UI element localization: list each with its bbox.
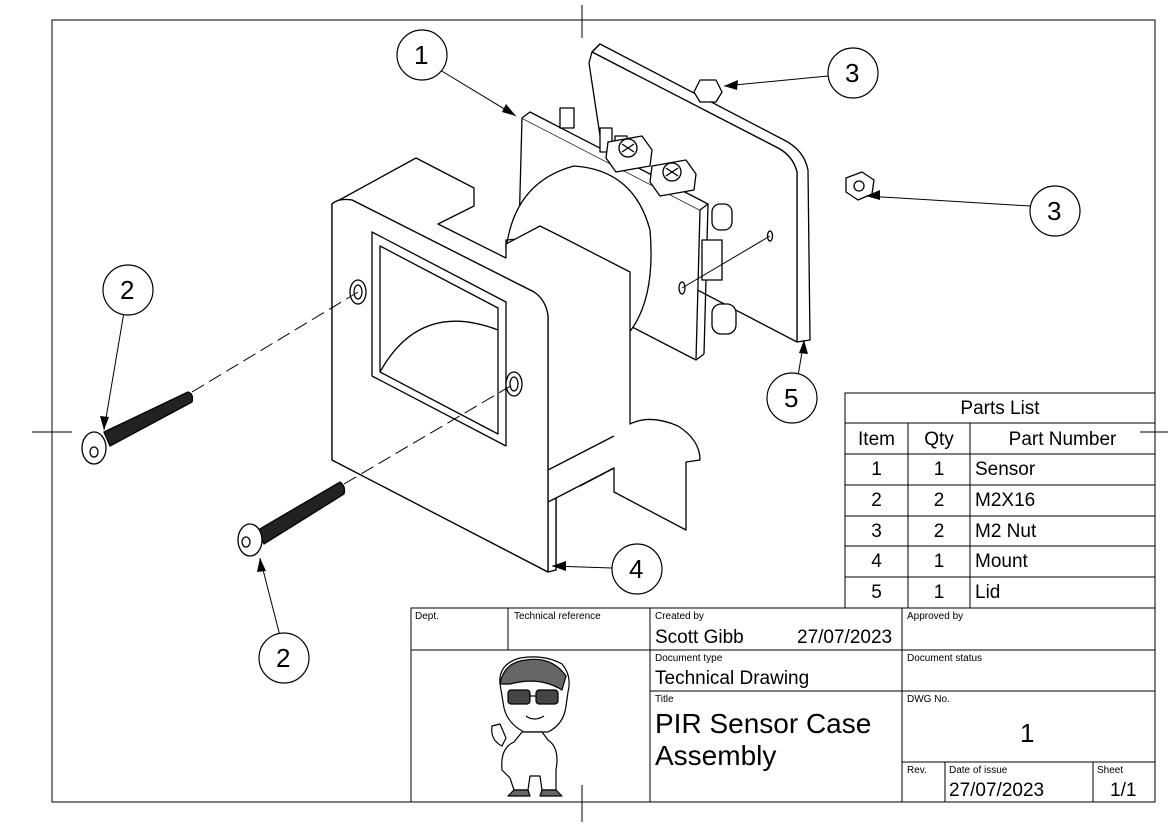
balloon-circles <box>102 29 1081 684</box>
date-of-issue-value: 27/07/2023 <box>949 780 1045 801</box>
created-by-label: Created by <box>655 611 704 622</box>
author-caricature <box>491 656 570 797</box>
balloon-3b-number: 3 <box>1047 196 1062 226</box>
balloon-4-circle <box>611 543 663 595</box>
parts-row-5-part: Lid <box>975 582 1001 603</box>
balloon-5-circle <box>766 372 818 424</box>
parts-row-2-part: M2X16 <box>975 490 1036 511</box>
parts-row-5-item: 5 <box>871 582 882 603</box>
dwg-no-label: DWG No. <box>907 694 950 705</box>
drawing-title: PIR Sensor Case Assembly <box>655 708 872 771</box>
parts-list-header-part-number: Part Number <box>1008 429 1117 450</box>
parts-row-4-qty: 1 <box>933 551 945 572</box>
document-type-label: Document type <box>655 653 723 664</box>
balloon-5-number: 5 <box>784 383 799 413</box>
parts-row-1-item: 1 <box>871 459 882 480</box>
balloon-1-circle <box>396 29 448 81</box>
parts-row-3-item: 3 <box>871 521 882 542</box>
balloon-3b-circle <box>1029 185 1081 237</box>
balloon-2a-circle <box>102 264 154 316</box>
assembly-centerlines <box>191 235 771 485</box>
balloon-3a-number: 3 <box>845 58 860 88</box>
parts-row-1-qty: 1 <box>933 459 945 480</box>
document-status-label: Document status <box>907 653 983 664</box>
date-of-issue-label: Date of issue <box>949 765 1008 776</box>
parts-row-2-item: 2 <box>871 490 882 511</box>
balloon-1-number: 1 <box>414 40 429 70</box>
technical-reference-label: Technical reference <box>514 611 601 622</box>
created-by-value: Scott Gibb <box>655 627 744 648</box>
balloon-3a-circle <box>827 47 879 99</box>
parts-row-3-part: M2 Nut <box>975 521 1037 542</box>
sheet-value: 1/1 <box>1110 780 1137 801</box>
mount-part <box>331 157 701 573</box>
title-label: Title <box>655 694 674 705</box>
parts-list-header-qty: Qty <box>924 429 954 450</box>
sheet-label: Sheet <box>1097 765 1124 776</box>
parts-row-5-qty: 1 <box>933 582 945 603</box>
document-type-value: Technical Drawing <box>655 668 810 689</box>
balloon-leaders <box>103 69 1031 637</box>
exploded-assembly-view <box>81 43 875 573</box>
parts-list-grid <box>844 392 1156 609</box>
balloon-2b-number: 2 <box>276 643 291 673</box>
screw-part-upper <box>81 391 194 465</box>
dwg-no-value: 1 <box>1020 718 1035 748</box>
parts-row-4-part: Mount <box>975 551 1028 572</box>
balloon-2a-number: 2 <box>120 275 135 305</box>
created-date-value: 27/07/2023 <box>797 627 893 648</box>
balloon-4-number: 4 <box>629 554 644 584</box>
approved-by-label: Approved by <box>907 611 964 622</box>
dept-label: Dept. <box>415 611 439 622</box>
balloon-2b-circle <box>258 632 310 684</box>
leader-arrowheads <box>100 80 880 572</box>
title-block-grid <box>410 607 1156 803</box>
parts-list-title: Parts List <box>960 398 1040 419</box>
parts-row-2-qty: 2 <box>933 490 945 511</box>
screw-part-lower <box>237 481 346 557</box>
parts-row-4-item: 4 <box>871 551 882 572</box>
parts-list-header-item: Item <box>858 429 895 450</box>
revision-label: Rev. <box>907 765 927 776</box>
parts-row-1-part: Sensor <box>975 459 1036 480</box>
parts-row-3-qty: 2 <box>933 521 945 542</box>
